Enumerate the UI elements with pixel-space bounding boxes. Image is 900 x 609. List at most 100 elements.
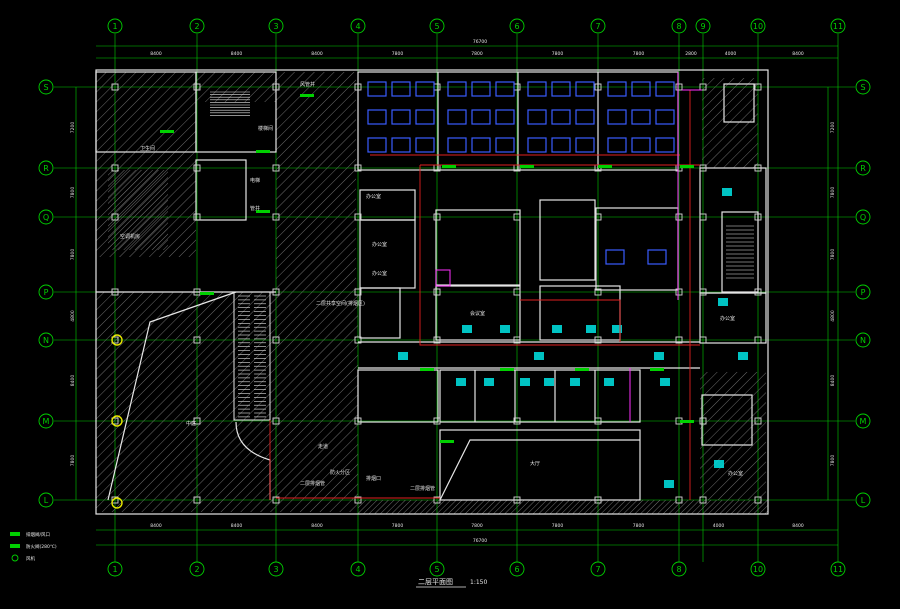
workstation-2-2-1 xyxy=(551,137,571,153)
smoke-vent-14 xyxy=(200,292,214,295)
toilet-block xyxy=(95,71,197,153)
top-axis-label-2: 2 xyxy=(194,22,199,31)
equipment-unit-7 xyxy=(654,352,664,360)
left-axis-bubble-L xyxy=(38,492,54,508)
hatch-lower-middle xyxy=(276,292,358,512)
bottom-axis-label-4: 4 xyxy=(355,565,360,574)
workstation-0-0-2 xyxy=(415,81,435,97)
dim-top-seg-3: 7800 xyxy=(392,51,404,57)
equipment-unit-8 xyxy=(738,352,748,360)
column-3-1 xyxy=(354,164,362,172)
column-6-0 xyxy=(594,83,602,91)
workstation-1-1-1 xyxy=(471,109,491,125)
dim-bottom-seg-0: 8400 xyxy=(150,523,162,529)
workstation-0-1-1 xyxy=(391,109,411,125)
equipment-unit-1 xyxy=(500,325,510,333)
pipe-down-left xyxy=(419,165,700,346)
workstation-1-2-0 xyxy=(447,137,467,153)
workstation-2-0-2 xyxy=(575,81,595,97)
hatch-atrium xyxy=(276,72,356,292)
column-2-2 xyxy=(272,213,280,221)
column-8-1 xyxy=(699,164,707,172)
workstation-3-1-0 xyxy=(607,109,627,125)
right-elevator xyxy=(723,83,755,123)
label-annot3: 二层排烟管 xyxy=(410,485,435,492)
left-axis-label-P: P xyxy=(44,288,49,297)
dim-bottom-seg-5: 7800 xyxy=(552,523,564,529)
equipment-unit-5 xyxy=(398,352,408,360)
column-1-5 xyxy=(193,417,201,425)
bottom-axis-label-5: 5 xyxy=(434,565,439,574)
column-4-3 xyxy=(433,288,441,296)
label-stair: 楼梯间 xyxy=(258,125,273,132)
column-4-2 xyxy=(433,213,441,221)
smoke-vent-12 xyxy=(680,420,694,423)
office-workstations xyxy=(367,81,675,265)
workstation-0-0-1 xyxy=(391,81,411,97)
column-8-2 xyxy=(699,213,707,221)
column-9-3 xyxy=(754,288,762,296)
column-3-5 xyxy=(354,417,362,425)
bottom-axis-label-2: 2 xyxy=(194,565,199,574)
workstation-2-2-0 xyxy=(527,137,547,153)
column-1-6 xyxy=(193,496,201,504)
meeting-room-1 xyxy=(435,209,521,286)
hatch-right-top xyxy=(702,78,758,168)
room-center-1 xyxy=(539,199,596,281)
dim-right-seg-4: 8400 xyxy=(830,375,836,387)
right-shafts xyxy=(701,394,753,446)
equipment-unit-16 xyxy=(722,188,732,196)
equipment-unit-14 xyxy=(604,378,614,386)
right-axis-label-S: S xyxy=(860,83,865,92)
dim-left-seg-3: 4800 xyxy=(70,310,76,322)
dim-left-seg-0: 7200 xyxy=(70,122,76,134)
workstation-2-1-0 xyxy=(527,109,547,125)
workstation-0-1-2 xyxy=(415,109,435,125)
atrium-diagonal xyxy=(107,291,237,501)
meeting-room-2 xyxy=(435,285,521,341)
column-9-4 xyxy=(754,336,762,344)
room-center-2 xyxy=(595,207,679,291)
label-office-5: 办公室 xyxy=(728,470,743,477)
workstation-1-0-2 xyxy=(495,81,515,97)
workstation-extra-1 xyxy=(605,249,625,265)
equipment-unit-13 xyxy=(570,378,580,386)
equipment-unit-17 xyxy=(718,298,728,306)
column-6-4 xyxy=(594,336,602,344)
smoke-vent-2 xyxy=(520,165,534,168)
lobby-diagonal xyxy=(439,439,640,501)
column-7-2 xyxy=(675,213,683,221)
left-axis-label-R: R xyxy=(43,164,49,173)
bottom-axis-bubble-11 xyxy=(830,561,846,577)
workstation-3-0-1 xyxy=(631,81,651,97)
smoke-vent-5 xyxy=(256,150,270,153)
column-5-5 xyxy=(513,417,521,425)
left-axis-label-Q: Q xyxy=(43,213,49,222)
workstation-2-0-0 xyxy=(527,81,547,97)
room-labels: 卫生间 楼梯间 电梯 管井 空调机房 中庭 二层共享空间(排烟区) 走道 防火分… xyxy=(120,81,743,492)
column-4-5 xyxy=(433,417,441,425)
workstation-1-2-1 xyxy=(471,137,491,153)
left-axis-label-N: N xyxy=(43,336,49,345)
smoke-vent-7 xyxy=(160,130,174,133)
smoke-vent-6 xyxy=(256,210,270,213)
dim-top-seg-7: 2800 xyxy=(685,51,697,57)
right-axis-bubble-R xyxy=(855,160,871,176)
hvac-equipment xyxy=(398,188,748,488)
bottom-axis-bubble-10 xyxy=(750,561,766,577)
legend-icon-0 xyxy=(10,532,20,536)
fan-marker-1 xyxy=(111,415,123,427)
dim-top-seg-2: 8400 xyxy=(311,51,323,57)
column-2-5 xyxy=(272,417,280,425)
column-4-4 xyxy=(433,336,441,344)
workstation-0-0-0 xyxy=(367,81,387,97)
column-6-3 xyxy=(594,288,602,296)
smoke-vent-4 xyxy=(680,165,694,168)
workstation-2-2-2 xyxy=(575,137,595,153)
escalator-frame xyxy=(233,291,271,421)
column-9-5 xyxy=(754,417,762,425)
workstation-0-2-2 xyxy=(415,137,435,153)
dim-left-seg-5: 7800 xyxy=(70,455,76,467)
top-axis-label-6: 6 xyxy=(514,22,519,31)
